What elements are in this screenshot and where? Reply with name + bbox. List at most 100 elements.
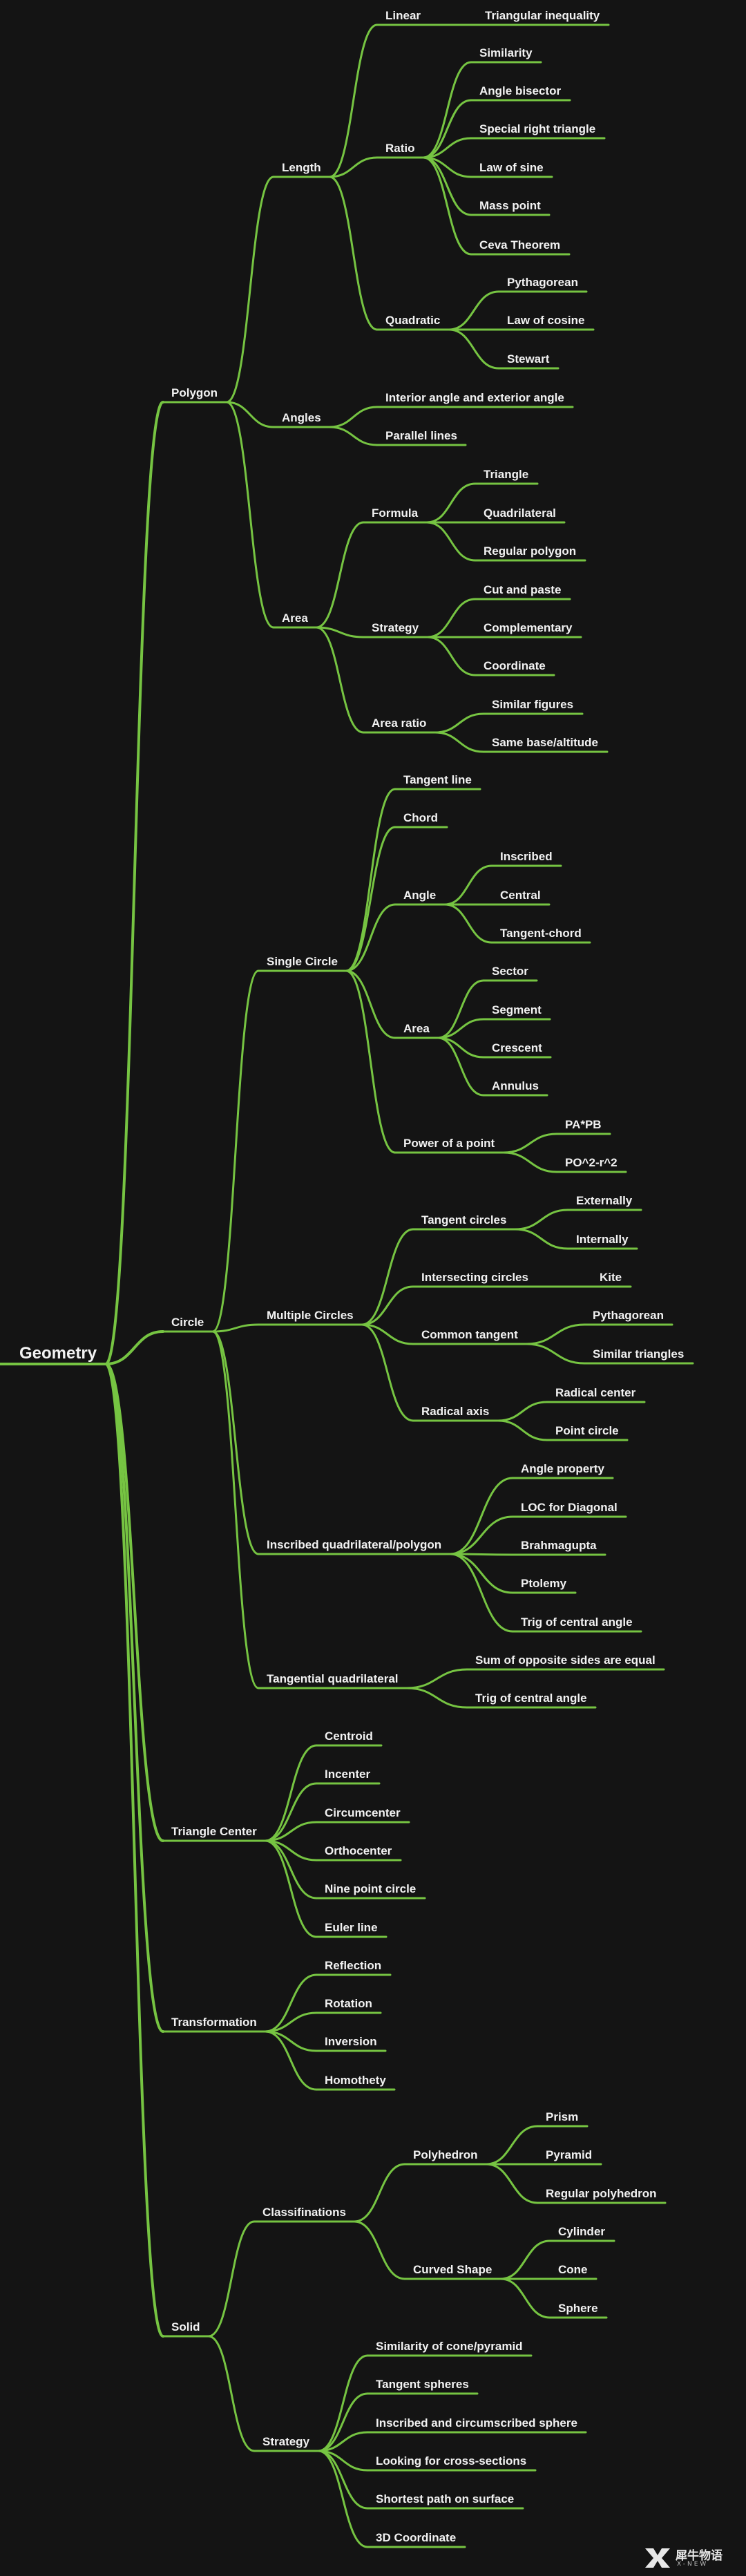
node-tangent-spheres: Tangent spheres — [376, 2378, 469, 2391]
link-curved-shape — [353, 2220, 406, 2280]
node-homothety: Homothety — [325, 2074, 386, 2087]
node-polyhedron: Polyhedron — [413, 2148, 478, 2161]
link-ceva — [422, 156, 472, 256]
link-trig-central-2 — [405, 1687, 468, 1709]
node-cone: Cone — [558, 2263, 588, 2276]
link-euler-line — [264, 1839, 318, 1938]
link-regular-polygon — [425, 521, 477, 562]
node-linear: Linear — [385, 9, 421, 22]
node-internally: Internally — [576, 1233, 629, 1246]
link-sim-cone — [317, 2354, 369, 2452]
node-nine-point: Nine point circle — [325, 1882, 417, 1895]
node-tangent-line: Tangent line — [403, 773, 472, 786]
node-single-circle: Single Circle — [267, 955, 338, 968]
link-insc-circ-sphere — [317, 2431, 369, 2452]
link-prism — [485, 2125, 539, 2166]
link-reflection — [264, 1973, 318, 2033]
node-strategy-area: Strategy — [372, 621, 419, 634]
node-common-tangent: Common tangent — [421, 1328, 518, 1341]
link-cylinder — [499, 2239, 551, 2280]
link-parallel — [328, 426, 379, 446]
link-coord-3d — [317, 2450, 369, 2548]
link-loc-diagonal — [449, 1515, 514, 1555]
node-po-r: PO^2-r^2 — [565, 1156, 618, 1169]
node-angles: Angles — [282, 411, 321, 424]
link-inscribed-quad — [211, 1330, 260, 1555]
node-area-c: Area — [403, 1022, 430, 1035]
link-radical-center — [497, 1401, 548, 1422]
node-solid: Solid — [171, 2320, 200, 2333]
link-tangent-spheres — [317, 2392, 369, 2452]
node-pythagorean-1: Pythagorean — [507, 276, 578, 289]
node-radical-axis: Radical axis — [421, 1405, 490, 1418]
node-orthocenter: Orthocenter — [325, 1844, 392, 1857]
node-similar-figures: Similar figures — [492, 698, 574, 711]
node-crescent: Crescent — [492, 1041, 542, 1054]
node-law-sine: Law of sine — [479, 161, 544, 174]
link-angle-property — [449, 1477, 514, 1555]
node-tangent-circles: Tangent circles — [421, 1213, 507, 1227]
node-parallel: Parallel lines — [385, 429, 457, 442]
link-multiple-circles — [211, 1323, 260, 1333]
link-linear — [328, 23, 379, 178]
node-sim-cone: Similarity of cone/pyramid — [376, 2340, 523, 2353]
link-sum-opposite — [405, 1668, 468, 1689]
link-externally — [514, 1209, 569, 1231]
link-pa-pb — [502, 1133, 558, 1154]
node-triangle: Triangle — [484, 468, 529, 481]
node-curved-shape: Curved Shape — [413, 2263, 492, 2276]
link-intersecting — [361, 1285, 414, 1326]
link-polygon — [104, 401, 164, 1365]
node-area: Area — [282, 612, 308, 625]
link-transformation — [104, 1363, 164, 2033]
node-loc-diagonal: LOC for Diagonal — [521, 1501, 618, 1514]
link-cut-paste — [426, 598, 477, 638]
node-sphere: Sphere — [558, 2302, 598, 2315]
node-kite: Kite — [600, 1271, 622, 1284]
link-area-ratio — [315, 626, 365, 734]
node-shortest-path: Shortest path on surface — [376, 2492, 515, 2506]
link-po-r — [502, 1151, 558, 1173]
link-incenter — [264, 1782, 318, 1842]
link-similar-figures — [434, 712, 485, 734]
link-point-circle — [497, 1419, 548, 1441]
link-rotation — [264, 2011, 318, 2033]
node-similarity: Similarity — [479, 46, 533, 59]
node-regular-polyhedron: Regular polyhedron — [546, 2187, 657, 2200]
node-triangle-center: Triangle Center — [171, 1825, 257, 1838]
node-root: Geometry — [19, 1344, 97, 1363]
link-centroid — [264, 1744, 318, 1842]
node-transformation: Transformation — [171, 2016, 257, 2029]
node-cross-sections: Looking for cross-sections — [376, 2454, 527, 2468]
link-special-right — [422, 137, 472, 159]
node-multiple-circles: Multiple Circles — [267, 1309, 354, 1322]
link-formula — [315, 521, 365, 629]
node-externally: Externally — [576, 1194, 633, 1207]
node-euler-line: Euler line — [325, 1921, 378, 1934]
node-pythagorean-2: Pythagorean — [593, 1309, 664, 1322]
link-length — [225, 176, 275, 404]
node-inscribed: Inscribed — [500, 850, 553, 863]
node-intersecting: Intersecting circles — [421, 1271, 528, 1284]
node-chord: Chord — [403, 811, 439, 824]
link-annulus — [437, 1036, 485, 1097]
node-sum-opposite: Sum of opposite sides are equal — [475, 1654, 656, 1667]
link-coordinate — [426, 636, 477, 676]
node-trig-central-2: Trig of central angle — [475, 1692, 587, 1705]
link-ratio — [328, 156, 379, 178]
link-single-circle — [211, 969, 260, 1333]
link-ptolemy — [449, 1553, 514, 1594]
link-pythagorean-2 — [525, 1323, 586, 1345]
link-sphere — [499, 2277, 551, 2319]
link-common-tangent — [361, 1323, 414, 1345]
node-sector: Sector — [492, 965, 528, 978]
node-insc-circ-sphere: Inscribed and circumscribed sphere — [376, 2416, 577, 2430]
node-angle-c: Angle — [403, 889, 437, 902]
node-angle-bisector: Angle bisector — [479, 84, 562, 97]
node-classifinations: Classifinations — [262, 2206, 346, 2219]
xnew-logo-icon — [645, 2548, 670, 2568]
node-centroid: Centroid — [325, 1730, 373, 1743]
link-interior-ext — [328, 406, 379, 428]
